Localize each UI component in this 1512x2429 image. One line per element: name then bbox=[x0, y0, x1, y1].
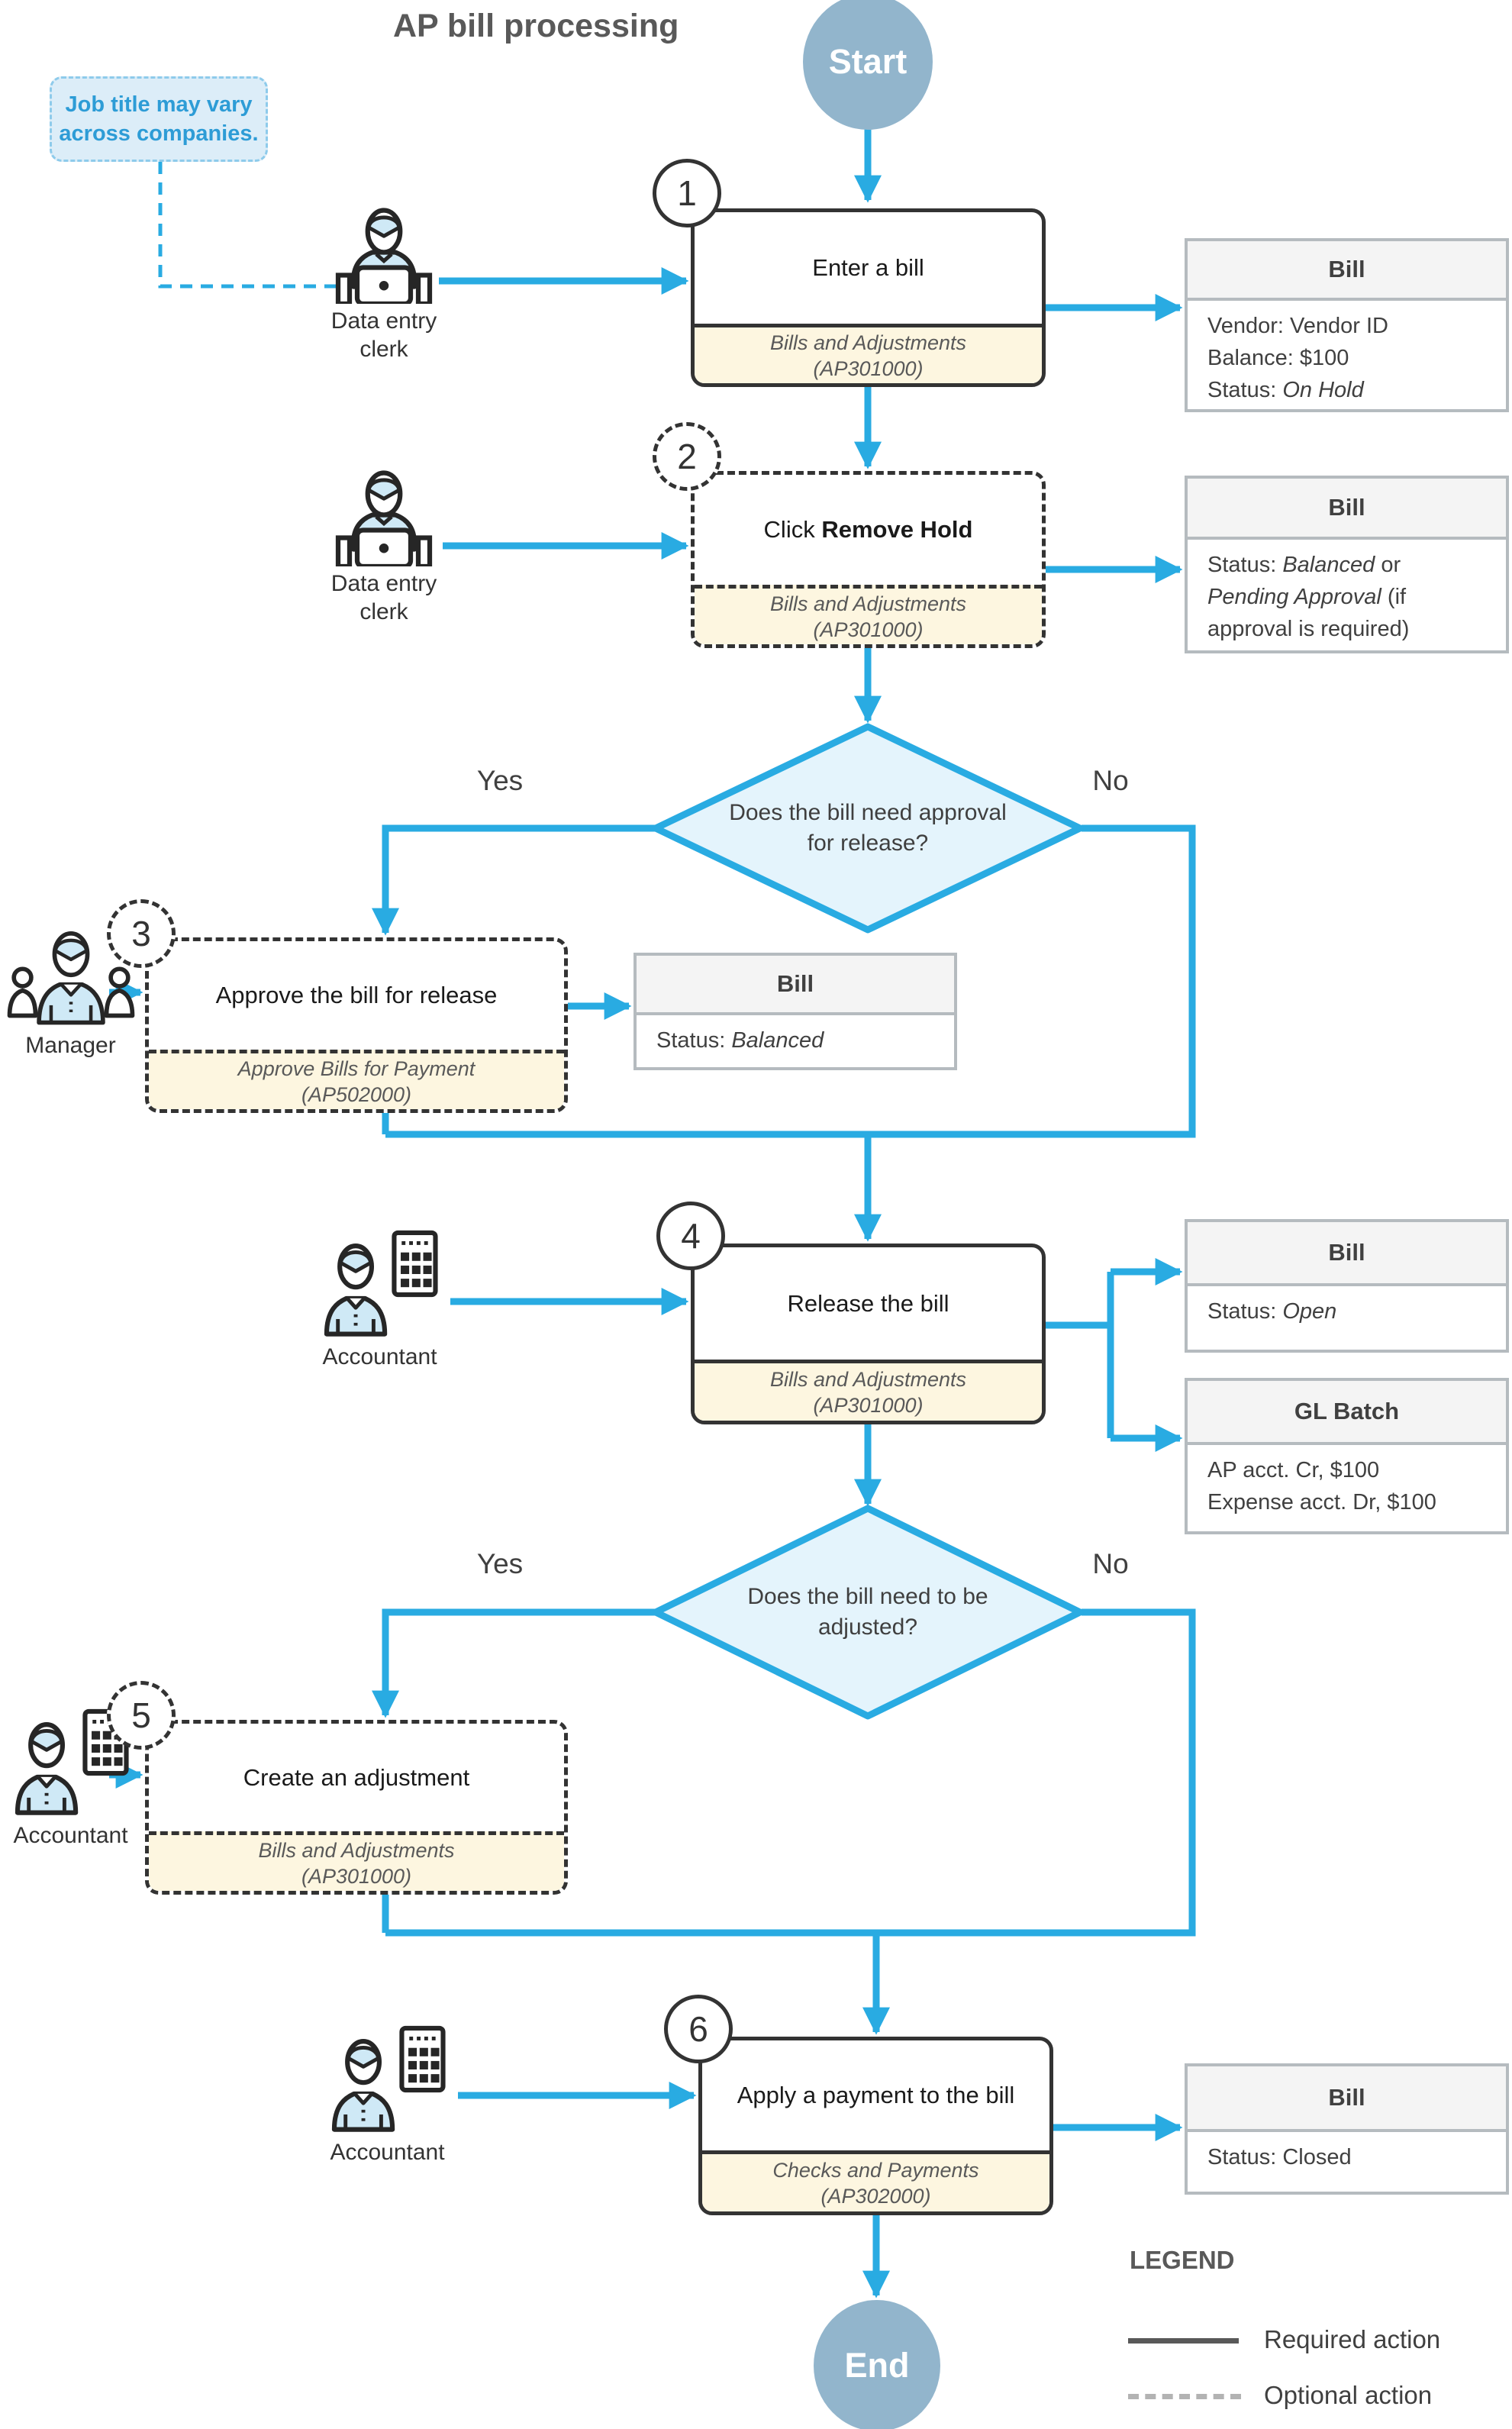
end-terminator: End bbox=[814, 2300, 940, 2429]
step6-number: 6 bbox=[664, 1995, 733, 2063]
no-label-1: No bbox=[1092, 765, 1129, 796]
step2-screen: Bills and Adjustments (AP301000) bbox=[695, 585, 1042, 644]
actor-label: Data entry clerk bbox=[330, 308, 437, 362]
step5-number: 5 bbox=[107, 1681, 176, 1750]
bill-artifact-4: Bill Status: Open bbox=[1185, 1219, 1509, 1353]
bill-artifact-2: Bill Status: Balanced or Pending Approva… bbox=[1185, 476, 1509, 653]
step5-screen: Bills and Adjustments (AP301000) bbox=[149, 1831, 564, 1891]
step1-number: 1 bbox=[653, 159, 721, 227]
artifact-title: GL Batch bbox=[1188, 1381, 1506, 1445]
actor-data-entry-clerk-2: Data entry clerk bbox=[319, 467, 449, 626]
step3-title: Approve the bill for release bbox=[215, 982, 498, 1008]
legend-heading: LEGEND bbox=[1130, 2246, 1235, 2274]
actor-label: Data entry clerk bbox=[330, 571, 437, 624]
artifact-body: Status: Closed bbox=[1207, 2145, 1352, 2169]
legend-required-line bbox=[1128, 2338, 1239, 2344]
step4-title: Release the bill bbox=[787, 1289, 949, 1317]
artifact-body: Status: Open bbox=[1207, 1299, 1337, 1324]
screen-name: Bills and Adjustments bbox=[258, 1838, 455, 1862]
actor-label: Accountant bbox=[13, 1823, 128, 1848]
decision1-diamond bbox=[652, 723, 1084, 934]
screen-name: Bills and Adjustments bbox=[769, 331, 967, 354]
screen-id: (AP301000) bbox=[813, 356, 924, 380]
step3-box: Approve the bill for release Approve Bil… bbox=[145, 937, 568, 1113]
legend-optional-label: Optional action bbox=[1264, 2381, 1433, 2409]
no-label-2: No bbox=[1092, 1548, 1129, 1579]
screen-name: Bills and Adjustments bbox=[769, 1367, 967, 1391]
decision2-diamond bbox=[652, 1505, 1084, 1720]
screen-id: (AP301000) bbox=[301, 1864, 412, 1888]
step6-title: Apply a payment to the bill bbox=[737, 2082, 1015, 2108]
screen-id: (AP502000) bbox=[301, 1082, 412, 1106]
page-title: AP bill processing bbox=[393, 8, 679, 44]
accountant-calculator-icon bbox=[331, 2025, 446, 2132]
artifact-title: Bill bbox=[1188, 479, 1506, 540]
decision1-text: Does the bill need approval for release? bbox=[708, 798, 1028, 859]
step5-box: Create an adjustment Bills and Adjustmen… bbox=[145, 1720, 568, 1895]
decision2-text: Does the bill need to be adjusted? bbox=[708, 1582, 1028, 1643]
yes-label-2: Yes bbox=[476, 1548, 524, 1579]
yes-label-1: Yes bbox=[476, 765, 524, 796]
bill-artifact-6: Bill Status: Closed bbox=[1185, 2063, 1509, 2195]
step1-box: Enter a bill Bills and Adjustments (AP30… bbox=[691, 208, 1046, 387]
actor-label: Accountant bbox=[322, 1344, 437, 1369]
bill-artifact-3: Bill Status: Balanced bbox=[633, 953, 957, 1070]
screen-id: (AP301000) bbox=[813, 618, 924, 641]
yes-branch-2 bbox=[372, 1608, 656, 1718]
step5-title: Create an adjustment bbox=[243, 1763, 470, 1791]
step1-title: Enter a bill bbox=[812, 254, 924, 281]
step2-box: Click Remove Hold Bills and Adjustments … bbox=[691, 471, 1046, 648]
decision2-line2: adjusted? bbox=[817, 1614, 918, 1640]
artifact-title: Bill bbox=[1188, 2066, 1506, 2132]
step2-title: Click Remove Hold bbox=[763, 516, 973, 543]
yes-branch-1 bbox=[372, 824, 656, 936]
decision1-line2: for release? bbox=[807, 831, 929, 856]
no-branch-1 bbox=[385, 824, 1196, 1138]
manager-team-icon bbox=[7, 931, 134, 1025]
start-terminator: Start bbox=[803, 0, 933, 130]
legend-optional-line bbox=[1128, 2394, 1241, 2399]
clerk-laptop-icon bbox=[335, 208, 433, 304]
note-line2: across companies. bbox=[59, 121, 259, 146]
step6-screen: Checks and Payments (AP302000) bbox=[702, 2150, 1049, 2211]
actor-manager: Manager bbox=[0, 925, 141, 1060]
step3-screen: Approve Bills for Payment (AP502000) bbox=[149, 1050, 564, 1109]
step6-box: Apply a payment to the bill Checks and P… bbox=[698, 2037, 1053, 2215]
step2-number: 2 bbox=[653, 422, 721, 491]
accountant-calculator-icon bbox=[324, 1230, 438, 1337]
screen-name: Bills and Adjustments bbox=[769, 592, 967, 615]
artifact-title: Bill bbox=[637, 956, 954, 1015]
screen-name: Checks and Payments bbox=[772, 2158, 979, 2182]
screen-id: (AP301000) bbox=[813, 1393, 924, 1417]
step4-box: Release the bill Bills and Adjustments (… bbox=[691, 1244, 1046, 1424]
actor-data-entry-clerk-1: Data entry clerk bbox=[319, 205, 449, 363]
note-line1: Job title may vary bbox=[65, 92, 253, 117]
no-branch-2 bbox=[385, 1608, 1196, 1937]
note-connector bbox=[158, 162, 357, 289]
step4-screen: Bills and Adjustments (AP301000) bbox=[695, 1360, 1042, 1421]
note-box: Job title may vary across companies. bbox=[50, 76, 268, 162]
artifact-body: Status: Balanced bbox=[656, 1028, 824, 1053]
artifact-title: Bill bbox=[1188, 241, 1506, 301]
actor-accountant-1: Accountant bbox=[309, 1229, 450, 1371]
screen-id: (AP302000) bbox=[820, 2184, 931, 2208]
screen-name: Approve Bills for Payment bbox=[237, 1056, 476, 1080]
step1-screen: Bills and Adjustments (AP301000) bbox=[695, 324, 1042, 383]
step4-number: 4 bbox=[656, 1202, 725, 1270]
actor-accountant-3: Accountant bbox=[317, 2024, 458, 2166]
actor-label: Manager bbox=[25, 1033, 116, 1058]
decision1-line1: Does the bill need approval bbox=[729, 800, 1007, 825]
artifact-body: Status: Balanced or Pending Approval (if… bbox=[1207, 553, 1410, 641]
decision2-line1: Does the bill need to be bbox=[747, 1584, 988, 1609]
step3-number: 3 bbox=[107, 899, 176, 968]
actor-label: Accountant bbox=[330, 2140, 445, 2165]
clerk-laptop-icon bbox=[335, 470, 433, 566]
artifact-title: Bill bbox=[1188, 1222, 1506, 1286]
legend-required-label: Required action bbox=[1264, 2325, 1441, 2353]
